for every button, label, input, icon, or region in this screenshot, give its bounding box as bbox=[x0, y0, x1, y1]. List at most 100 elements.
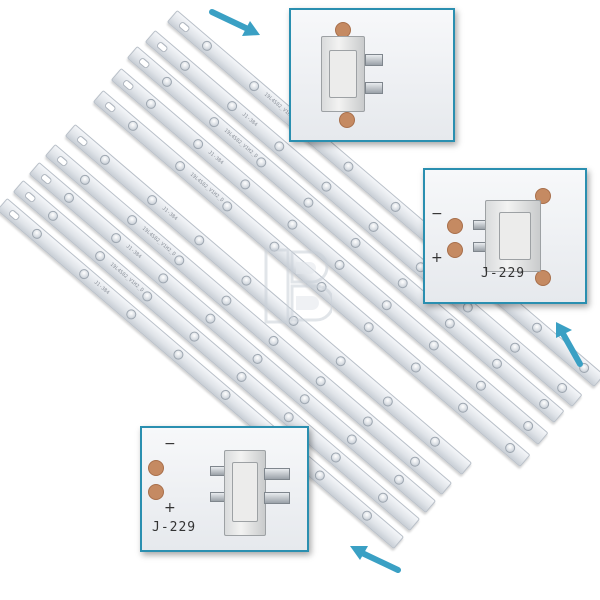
led-chip bbox=[319, 179, 334, 194]
strip-marking: J1-384 bbox=[92, 279, 111, 296]
mount-hole bbox=[39, 172, 53, 186]
connector-code: J-229 bbox=[152, 520, 197, 535]
solder-pad-plus bbox=[447, 242, 463, 258]
led-chip bbox=[156, 271, 171, 286]
inset-connector-top bbox=[289, 8, 455, 142]
solder-pad bbox=[535, 270, 551, 286]
led-chip bbox=[173, 159, 188, 174]
led-chip bbox=[507, 340, 523, 355]
plus-sign: + bbox=[164, 500, 176, 516]
led-chip bbox=[344, 432, 359, 447]
led-chip bbox=[45, 208, 61, 223]
led-chip bbox=[159, 74, 175, 89]
connector-socket bbox=[232, 462, 258, 522]
led-chip bbox=[124, 307, 139, 322]
led-chip bbox=[328, 450, 343, 465]
mount-hole bbox=[55, 154, 69, 168]
led-chip bbox=[203, 311, 218, 326]
led-chip bbox=[143, 96, 159, 111]
led-chip bbox=[234, 369, 249, 384]
led-chip bbox=[473, 378, 489, 393]
inset-connector-bottom: − + J-229 bbox=[140, 426, 309, 552]
led-chip bbox=[207, 115, 222, 130]
led-chip bbox=[145, 193, 160, 208]
led-chip bbox=[77, 267, 92, 282]
led-chip bbox=[191, 137, 206, 152]
led-chip bbox=[247, 79, 262, 94]
strip-marking: J1-384 bbox=[124, 243, 143, 260]
strip-marking: J1-384 bbox=[240, 111, 259, 128]
led-chip bbox=[266, 333, 281, 348]
mount-hole bbox=[177, 20, 191, 34]
led-chip bbox=[29, 226, 45, 241]
solder-pad-plus bbox=[148, 484, 164, 500]
solder-pad-minus bbox=[148, 460, 164, 476]
mount-hole bbox=[103, 100, 117, 114]
led-chip bbox=[489, 356, 505, 371]
mount-hole bbox=[155, 40, 169, 54]
connector-socket bbox=[329, 50, 357, 98]
led-chip bbox=[341, 159, 356, 174]
mount-hole bbox=[23, 190, 37, 204]
led-chip bbox=[375, 490, 391, 505]
led-chip bbox=[395, 276, 410, 291]
led-chip bbox=[442, 316, 457, 331]
led-chip bbox=[250, 351, 265, 366]
led-chip bbox=[77, 172, 93, 187]
led-chip bbox=[187, 329, 202, 344]
led-chip bbox=[408, 360, 423, 375]
led-chip bbox=[503, 440, 518, 456]
arrow-left-icon bbox=[350, 546, 401, 573]
led-chip bbox=[192, 233, 207, 248]
inset-connector-right: − + J-229 bbox=[423, 168, 587, 304]
solder-pad bbox=[339, 112, 355, 128]
connector-pin bbox=[365, 82, 383, 94]
led-chip bbox=[109, 231, 124, 246]
mount-hole bbox=[121, 78, 135, 92]
led-chip bbox=[312, 468, 327, 483]
led-chip bbox=[238, 177, 253, 192]
watermark-logo-icon bbox=[264, 248, 332, 324]
mount-hole bbox=[75, 134, 89, 148]
led-chip bbox=[348, 235, 363, 250]
minus-sign: − bbox=[431, 206, 443, 222]
led-chip bbox=[332, 257, 347, 272]
strip-marking: J1-384 bbox=[160, 205, 179, 222]
led-chip bbox=[171, 347, 186, 362]
strip-marking: 19L4S02_V1H2_D bbox=[188, 171, 225, 204]
led-chip bbox=[380, 394, 395, 409]
led-chip bbox=[199, 38, 215, 53]
led-chip bbox=[529, 320, 545, 335]
led-chip bbox=[272, 139, 287, 154]
led-chip bbox=[360, 414, 375, 429]
led-chip bbox=[177, 58, 193, 73]
led-chip bbox=[391, 472, 407, 487]
led-chip bbox=[333, 354, 348, 369]
connector-pin bbox=[264, 492, 290, 504]
connector-pin bbox=[365, 54, 383, 66]
led-chip bbox=[455, 400, 471, 415]
mount-hole bbox=[137, 56, 151, 70]
led-chip bbox=[97, 152, 113, 167]
led-chip bbox=[366, 219, 381, 234]
led-chip bbox=[537, 396, 552, 412]
mount-hole bbox=[7, 208, 21, 222]
led-chip bbox=[388, 199, 403, 214]
plus-sign: + bbox=[431, 250, 443, 266]
led-chip bbox=[521, 418, 536, 434]
led-chip bbox=[125, 213, 140, 228]
connector-socket bbox=[499, 212, 531, 260]
led-chip bbox=[297, 392, 312, 407]
led-chip bbox=[361, 320, 376, 335]
led-chip bbox=[239, 273, 254, 288]
led-chip bbox=[555, 380, 570, 396]
led-chip bbox=[313, 374, 328, 389]
strip-marking: J1-384 bbox=[206, 149, 225, 166]
led-chip bbox=[281, 410, 296, 425]
connector-code: J-229 bbox=[481, 266, 526, 281]
led-chip bbox=[426, 338, 441, 353]
led-chip bbox=[359, 508, 375, 523]
solder-pad-minus bbox=[447, 218, 463, 234]
led-chip bbox=[427, 434, 443, 449]
